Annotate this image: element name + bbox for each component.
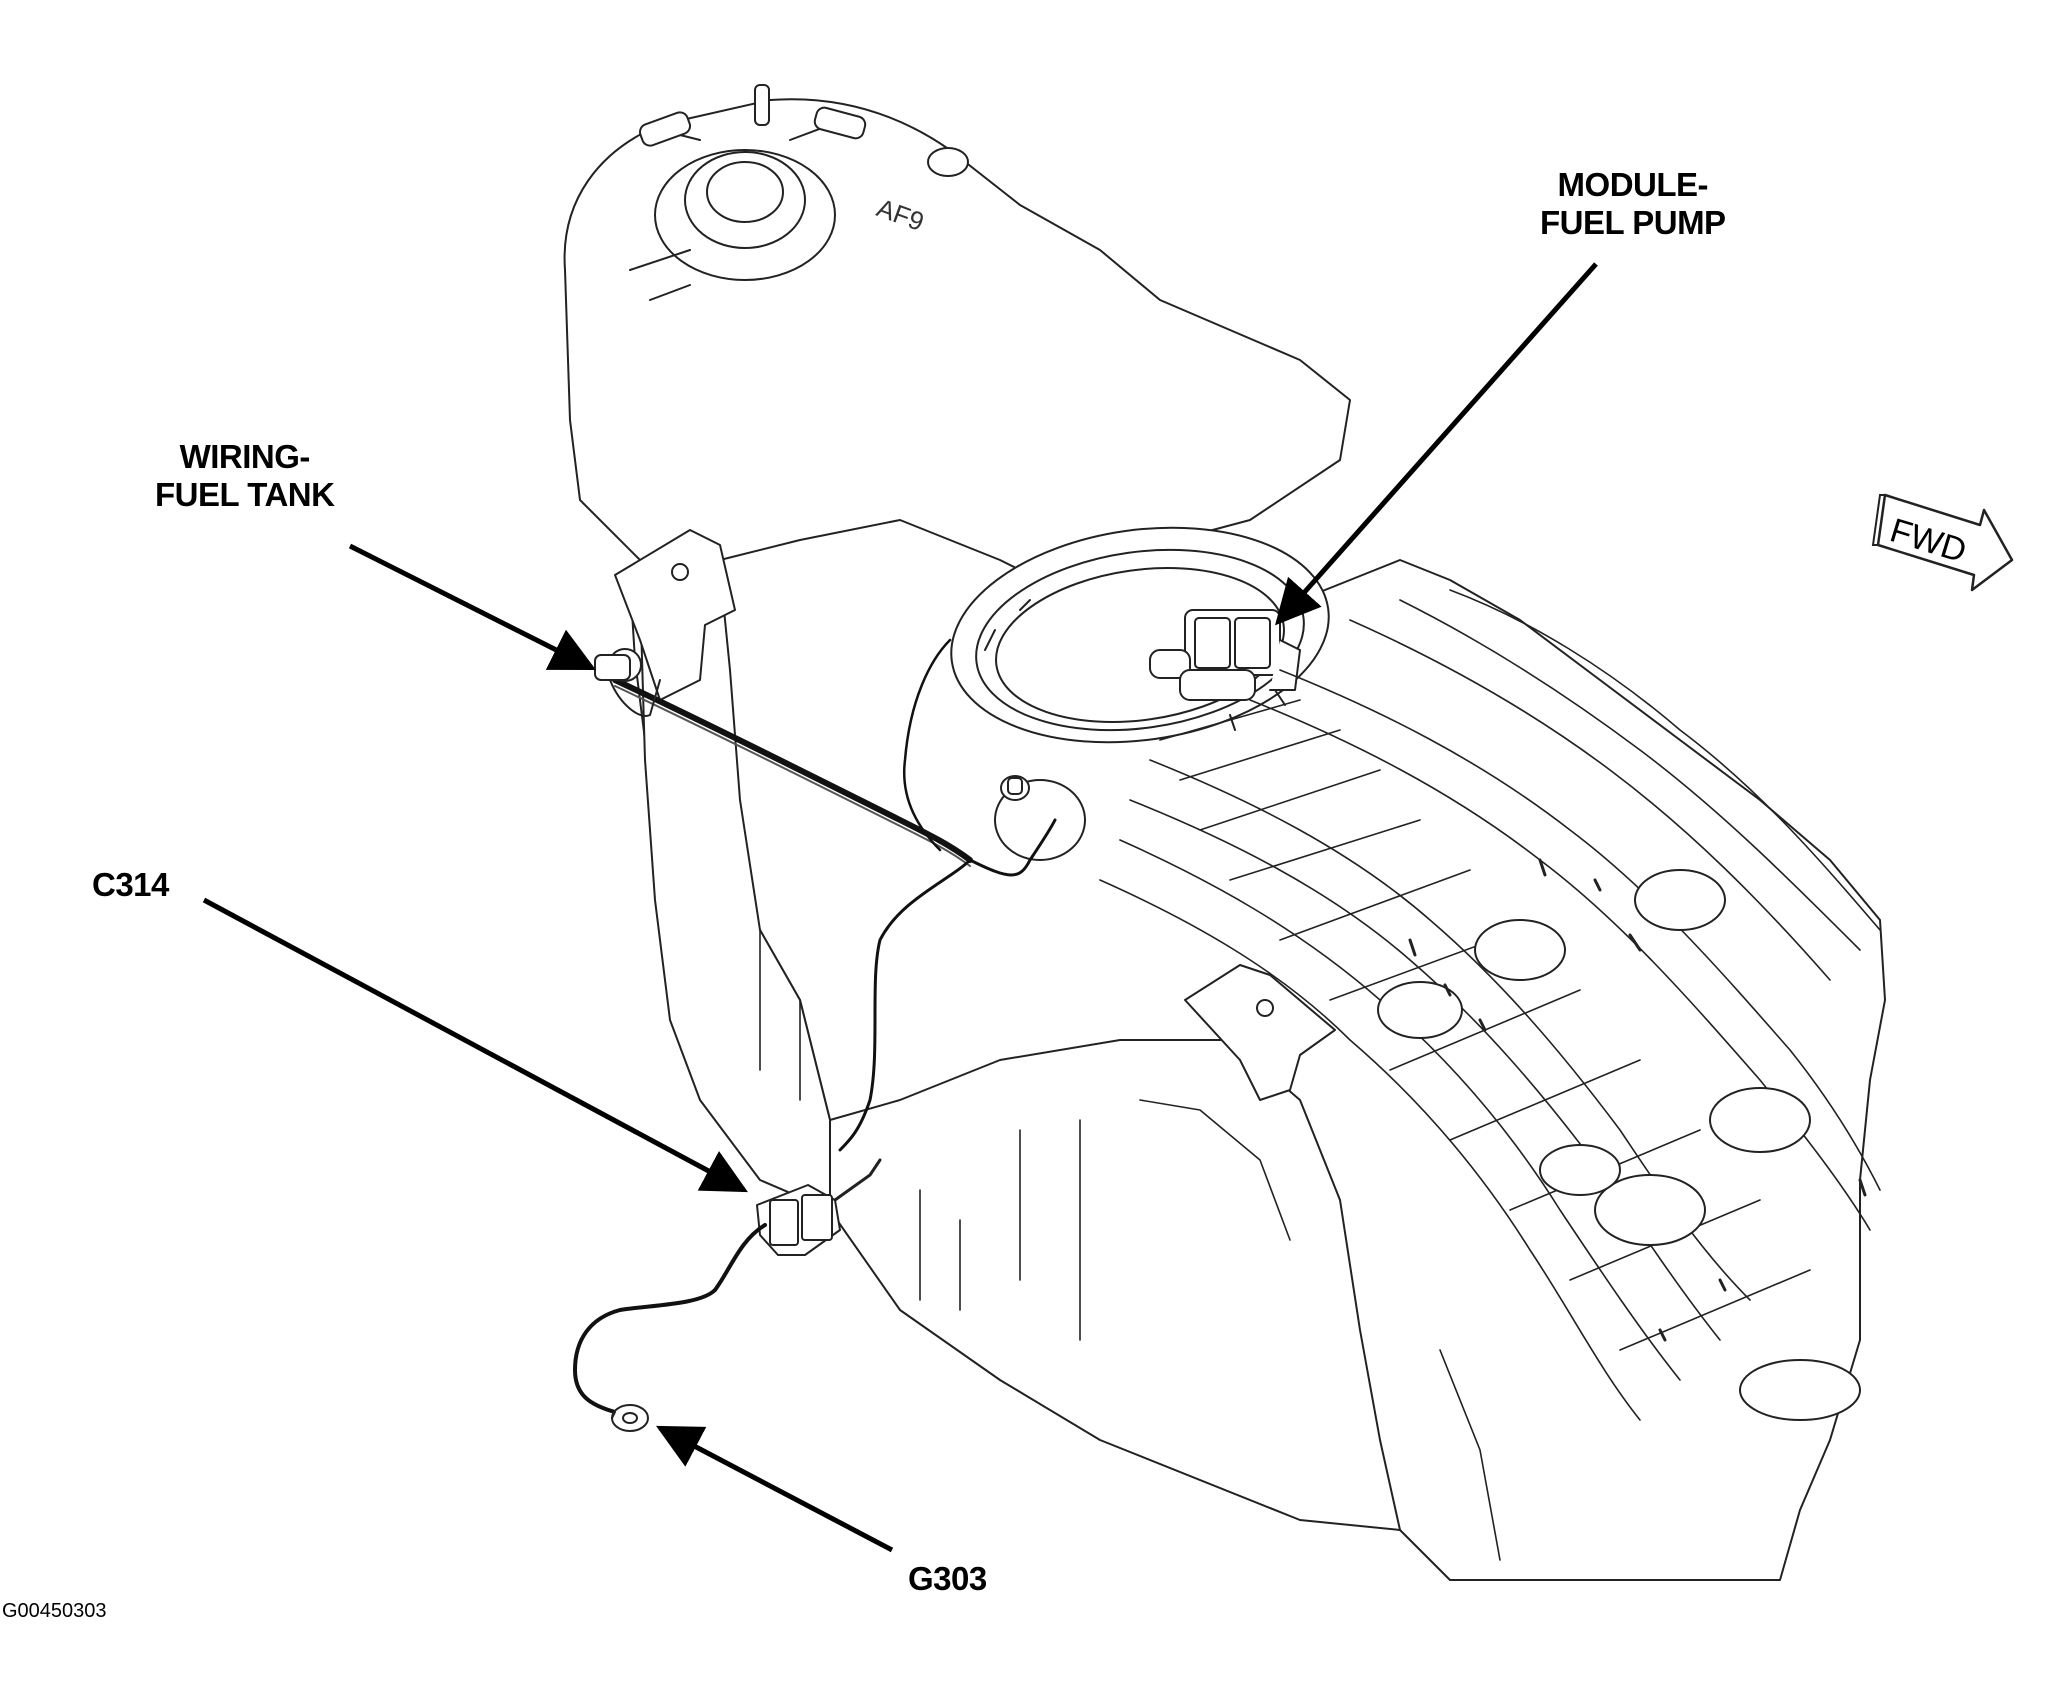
tank-left-panel	[639, 569, 831, 1211]
c314-label: C314	[92, 866, 169, 903]
forward-direction-arrow: FWD	[1871, 493, 2014, 592]
g303-ground-eyelet	[611, 1404, 649, 1432]
fuel-tank-illustration: AF9	[563, 84, 1886, 1581]
ground-wire	[573, 1223, 767, 1414]
module-fuel-pump-label: MODULE- FUEL PUMP	[1540, 166, 1726, 242]
wiring-fuel-tank-label-line2: FUEL TANK	[155, 476, 335, 513]
tank-saddle-ribs	[1099, 589, 1881, 1421]
wiring-fuel-tank-label: WIRING- FUEL TANK	[155, 438, 335, 514]
front-mounting-bracket	[1184, 964, 1336, 1101]
saddle-marks	[1408, 858, 1867, 1342]
figure-id: G00450303	[2, 1600, 107, 1622]
module-fuel-pump-arrow	[1275, 262, 1598, 626]
wiring-clip	[594, 648, 661, 717]
fuel-pump-connector	[1149, 609, 1301, 701]
left-mounting-bracket	[614, 529, 736, 701]
c314-arrow	[202, 897, 748, 1193]
leader-arrows	[202, 262, 1598, 1553]
wiring-fuel-tank-arrow	[348, 543, 597, 671]
g303-label: G303	[908, 1560, 987, 1597]
module-fuel-pump-label-line2: FUEL PUMP	[1540, 204, 1726, 241]
module-fuel-pump-label-line1: MODULE-	[1557, 166, 1709, 203]
g303-arrow	[656, 1425, 894, 1553]
c314-connector	[756, 1158, 882, 1256]
wiring-fuel-tank-label-line1: WIRING-	[179, 438, 311, 475]
fuel-tank-wiring-harness	[612, 638, 1057, 1152]
